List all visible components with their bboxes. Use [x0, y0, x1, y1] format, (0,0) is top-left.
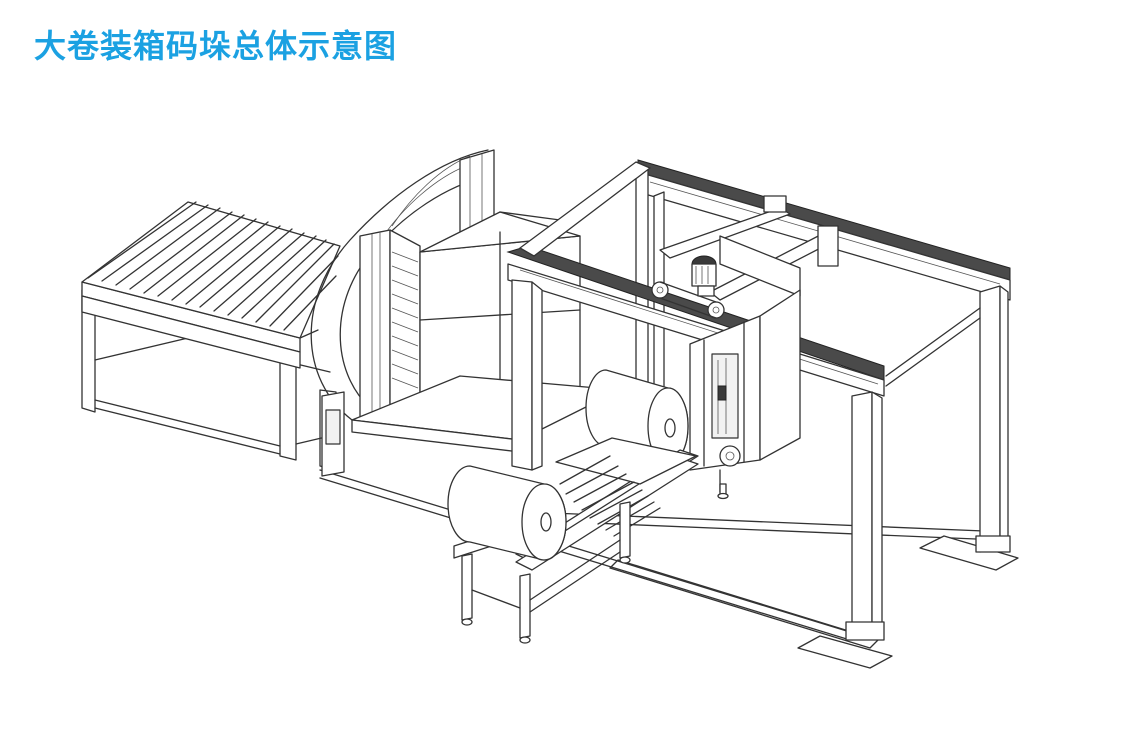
- infeed-roller-conveyor: [81, 201, 341, 471]
- diagram-title: 大卷装箱码垛总体示意图: [34, 27, 398, 65]
- base-frame: [319, 469, 1019, 669]
- box-stacker-unit: [310, 149, 621, 477]
- lift-motor: [691, 255, 717, 297]
- leveling-feet: [717, 483, 729, 500]
- paper-roll-lower: [447, 465, 567, 561]
- lift-column: [689, 289, 801, 493]
